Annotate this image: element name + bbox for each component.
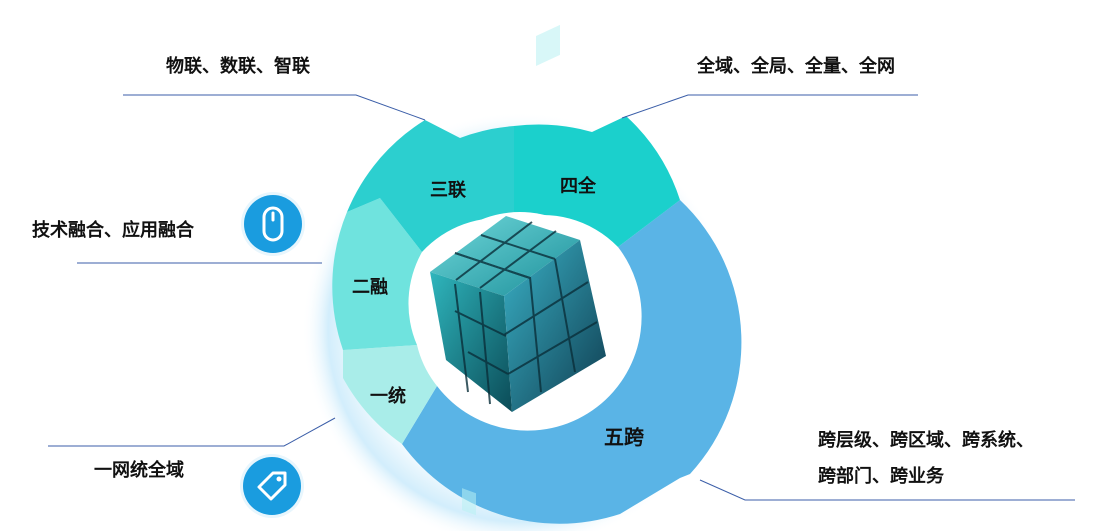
segment-sanlian[interactable] bbox=[347, 120, 514, 252]
segment-wukua[interactable] bbox=[402, 200, 742, 524]
tag-icon bbox=[257, 471, 287, 501]
mouse-icon bbox=[262, 206, 284, 242]
callout-wukua-line2: 跨部门、跨业务 bbox=[818, 466, 944, 486]
segment-yitong[interactable] bbox=[343, 345, 437, 444]
segment-erong[interactable] bbox=[332, 198, 422, 350]
leader-yitong bbox=[48, 417, 336, 447]
leader-siquan bbox=[621, 94, 918, 119]
leader-sanlian bbox=[123, 94, 426, 121]
mouse-badge bbox=[244, 195, 302, 253]
segment-label-wukua: 五跨 bbox=[604, 427, 644, 449]
leader-wukua bbox=[699, 479, 1075, 501]
segment-label-erong: 二融 bbox=[352, 277, 388, 297]
segment-label-yitong: 一统 bbox=[370, 386, 406, 406]
segment-siquan[interactable] bbox=[514, 116, 680, 247]
callout-wukua-line1: 跨层级、跨区域、跨系统、 bbox=[818, 430, 1034, 450]
callout-yitong: 一网统全域 bbox=[94, 460, 184, 480]
cube-illustration bbox=[430, 24, 606, 516]
callout-sanlian: 物联、数联、智联 bbox=[166, 56, 310, 76]
segment-label-sanlian: 三联 bbox=[430, 180, 466, 200]
segment-label-siquan: 四全 bbox=[560, 176, 596, 196]
callout-siquan: 全域、全局、全量、全网 bbox=[697, 56, 895, 76]
tag-badge bbox=[243, 457, 301, 515]
leader-lines bbox=[48, 94, 1075, 501]
callout-erong: 技术融合、应用融合 bbox=[32, 220, 194, 240]
